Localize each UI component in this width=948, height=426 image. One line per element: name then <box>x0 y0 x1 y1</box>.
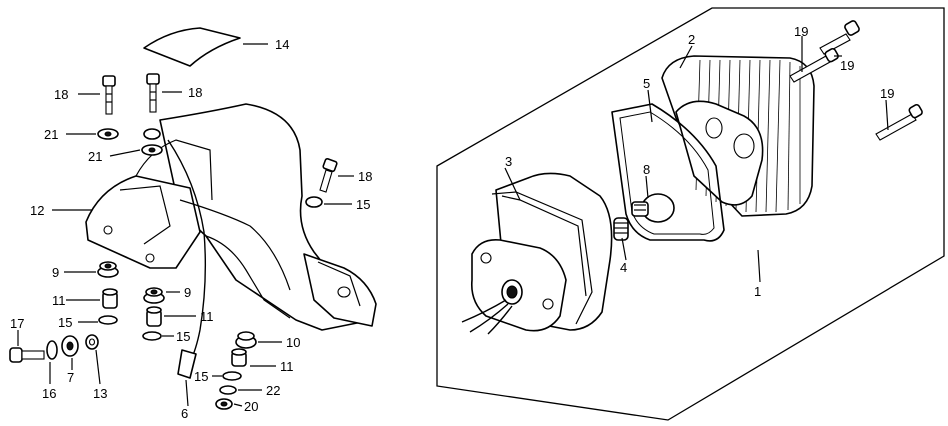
washer-15-right <box>142 331 162 341</box>
washer-21-c-hole <box>148 147 156 153</box>
label-20: 20 <box>244 399 258 414</box>
label-11-bottom: 11 <box>280 359 294 374</box>
leader-lines-right <box>504 36 889 283</box>
bolt-17 <box>9 347 45 363</box>
label-22: 22 <box>266 383 280 398</box>
label-19-mid: 19 <box>840 58 854 73</box>
screw-19-middle <box>789 47 839 83</box>
label-19-right: 19 <box>880 86 894 101</box>
label-16: 16 <box>42 386 56 401</box>
nut-22 <box>219 385 237 395</box>
bolt-18-left <box>102 75 116 115</box>
collar-13 <box>85 334 99 350</box>
collar-11-right <box>146 306 162 327</box>
label-15-bottom: 15 <box>194 369 208 384</box>
leader-lines-left <box>17 43 354 407</box>
washer-16 <box>46 340 58 360</box>
screw-19-upper <box>819 20 860 55</box>
label-18-left: 18 <box>54 87 68 102</box>
label-8: 8 <box>643 162 650 177</box>
label-11-left: 11 <box>52 293 66 308</box>
label-21-a: 21 <box>44 127 58 142</box>
label-18-right: 18 <box>188 85 202 100</box>
washer-15-bottom <box>222 371 242 381</box>
collar-11-left <box>102 288 118 309</box>
grommet-10 <box>235 331 257 349</box>
label-5: 5 <box>643 76 650 91</box>
wire-terminal <box>177 349 197 379</box>
label-14: 14 <box>275 37 289 52</box>
label-15-side: 15 <box>356 197 370 212</box>
washer-21-b <box>143 128 161 140</box>
bolt-18-side <box>319 158 338 193</box>
label-17: 17 <box>10 316 24 331</box>
label-1: 1 <box>754 284 761 299</box>
label-12: 12 <box>30 203 44 218</box>
screw-19-lower <box>875 103 923 141</box>
label-9-right: 9 <box>184 285 191 300</box>
socket-spring <box>613 217 629 241</box>
label-11-right: 11 <box>200 309 214 324</box>
tail-light-housing <box>461 172 613 335</box>
bulb <box>631 193 675 223</box>
label-2: 2 <box>688 32 695 47</box>
lens-gasket <box>611 103 725 242</box>
grommet-9-left <box>97 261 119 278</box>
label-15-left: 15 <box>58 315 72 330</box>
rear-fender <box>85 103 377 331</box>
collar-11-bottom <box>231 348 247 367</box>
label-4: 4 <box>620 260 627 275</box>
label-15-right: 15 <box>176 329 190 344</box>
washer-15-left <box>98 315 118 325</box>
callout-labels: 1 2 3 4 5 6 7 8 9 9 10 11 11 11 12 13 14… <box>10 24 894 421</box>
washer-15-side <box>305 196 323 208</box>
washer-21-a-hole <box>104 131 112 137</box>
nut-20 <box>215 398 233 410</box>
label-7: 7 <box>67 370 74 385</box>
label-6: 6 <box>181 406 188 421</box>
bolt-18-right <box>146 73 160 113</box>
nut-7 <box>61 335 79 357</box>
grommet-9-right <box>143 287 165 304</box>
label-10: 10 <box>286 335 300 350</box>
tail-light-lens <box>661 55 815 217</box>
label-13: 13 <box>93 386 107 401</box>
label-9-left: 9 <box>52 265 59 280</box>
fender-pad <box>143 27 241 67</box>
label-19-top: 19 <box>794 24 808 39</box>
label-21-b: 21 <box>88 149 102 164</box>
harness-wire <box>167 139 207 363</box>
assembly-outline <box>436 7 945 421</box>
label-18-side: 18 <box>358 169 372 184</box>
label-3: 3 <box>505 154 512 169</box>
